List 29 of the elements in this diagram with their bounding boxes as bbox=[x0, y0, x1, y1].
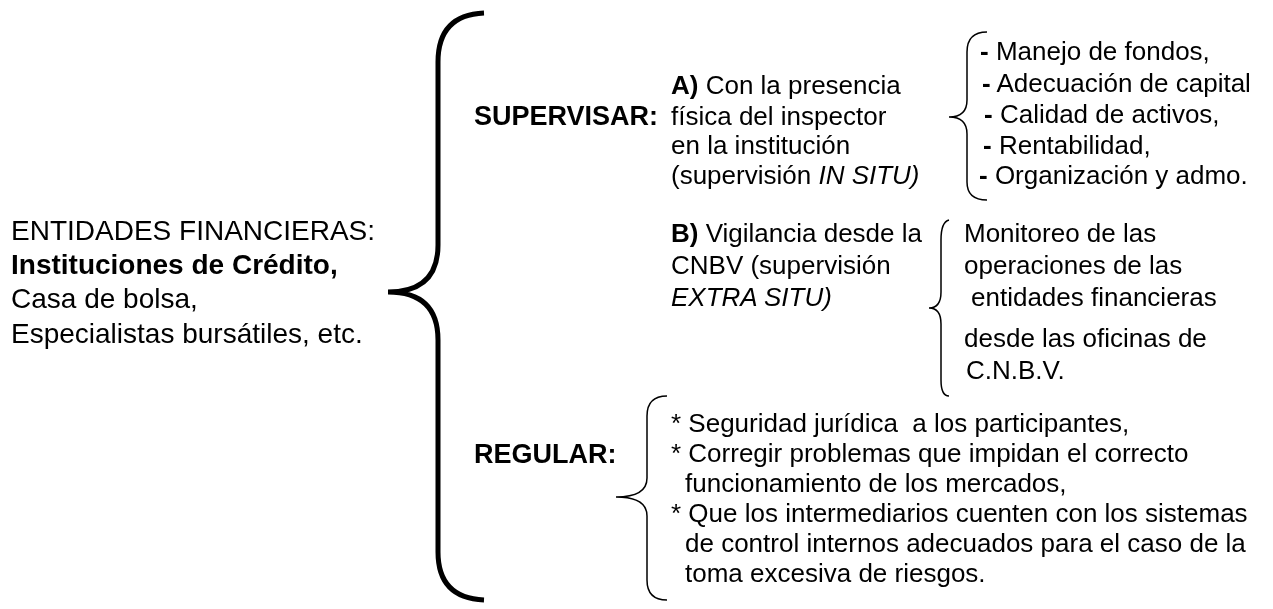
description-text: (supervisión IN SITU) bbox=[671, 160, 920, 192]
heading-text: ENTIDADES FINANCIERAS: bbox=[11, 213, 376, 248]
description-text: física del inspector bbox=[671, 101, 887, 133]
description-text: A) Con la presencia bbox=[671, 70, 901, 102]
description-text: C.N.B.V. bbox=[966, 355, 1065, 387]
description-text: en la institución bbox=[671, 130, 851, 162]
category-label: SUPERVISAR: bbox=[474, 100, 659, 133]
description-text: desde las oficinas de bbox=[964, 323, 1207, 355]
list-text: Casa de bolsa, bbox=[11, 281, 198, 316]
list-item: * Corregir problemas que impidan el correcto bbox=[671, 438, 1189, 470]
list-item: - Organización y admo. bbox=[979, 160, 1248, 192]
description-text: Monitoreo de las bbox=[964, 218, 1157, 250]
category-label: REGULAR: bbox=[474, 438, 617, 471]
description-text: EXTRA SITU) bbox=[671, 282, 832, 314]
list-item: * Seguridad jurídica a los participantes, bbox=[671, 408, 1130, 440]
list-item: - Rentabilidad, bbox=[983, 130, 1151, 162]
description-text: entidades financieras bbox=[971, 282, 1217, 314]
list-text: Instituciones de Crédito, bbox=[11, 247, 338, 282]
description-text: B) Vigilancia desde la bbox=[671, 218, 922, 250]
list-item: - Adecuación de capital bbox=[982, 68, 1251, 100]
list-item: - Calidad de activos, bbox=[984, 99, 1220, 131]
description-text: CNBV (supervisión bbox=[671, 250, 891, 282]
description-text: operaciones de las bbox=[964, 250, 1183, 282]
list-item: toma excesiva de riesgos. bbox=[685, 558, 986, 590]
list-item: * Que los intermediarios cuenten con los sistemas bbox=[671, 498, 1248, 530]
list-item: funcionamiento de los mercados, bbox=[685, 468, 1067, 500]
list-item: de control internos adecuados para el caso de la bbox=[685, 528, 1246, 560]
list-item: - Manejo de fondos, bbox=[980, 36, 1210, 68]
list-text: Especialistas bursátiles, etc. bbox=[11, 316, 363, 351]
